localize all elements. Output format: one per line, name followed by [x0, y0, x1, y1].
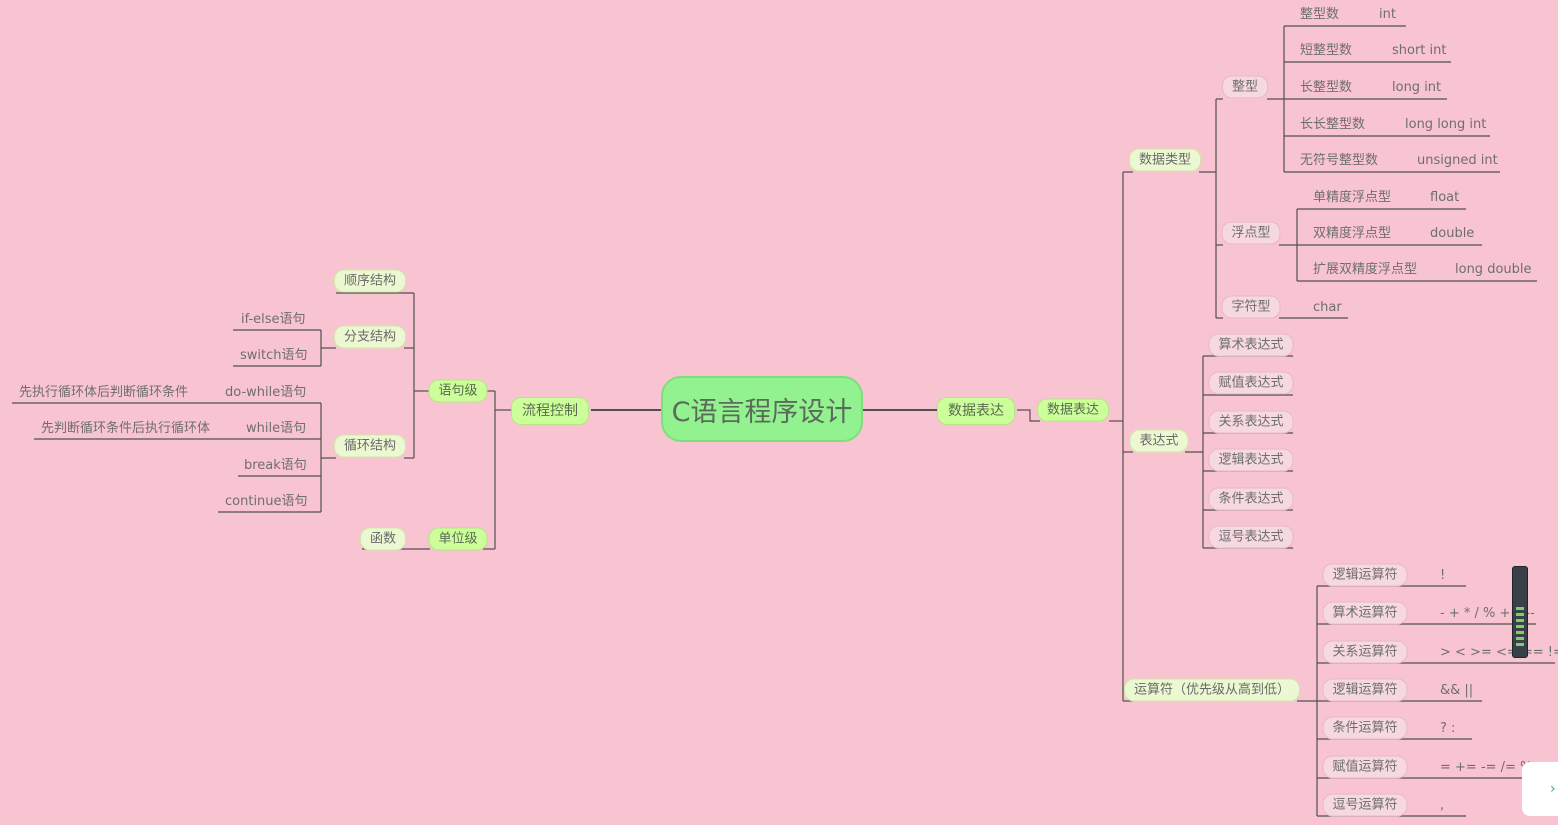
- leaf-comma-expr[interactable]: 逗号表达式: [1208, 525, 1294, 549]
- node-data-expression[interactable]: 数据表达: [1036, 398, 1110, 422]
- branch-flow-control[interactable]: 流程控制: [511, 397, 589, 425]
- note-do-while[interactable]: 先执行循环体后判断循环条件: [19, 385, 189, 400]
- leaf-double-name[interactable]: 双精度浮点型: [1313, 226, 1392, 241]
- note-while[interactable]: 先判断循环条件后执行循环体: [41, 421, 211, 436]
- node-expressions[interactable]: 表达式: [1129, 429, 1189, 453]
- leaf-longlong-name[interactable]: 长长整型数: [1300, 117, 1366, 132]
- leaf-do-while[interactable]: do-while语句: [225, 385, 307, 400]
- leaf-short-value[interactable]: short int: [1392, 43, 1447, 58]
- leaf-longdouble-name[interactable]: 扩展双精度浮点型: [1313, 262, 1418, 277]
- op-name-comma[interactable]: 逗号运算符: [1322, 793, 1408, 817]
- leaf-int-value[interactable]: int: [1379, 7, 1396, 22]
- op-value-conditional[interactable]: ? :: [1440, 721, 1456, 736]
- node-operators[interactable]: 运算符（优先级从高到低）: [1123, 678, 1301, 702]
- op-value-assignment[interactable]: = += -= /= %=: [1440, 760, 1544, 775]
- node-branch-structure[interactable]: 分支结构: [333, 325, 407, 349]
- node-sentence-level[interactable]: 语句级: [428, 379, 488, 403]
- op-value-logical-not[interactable]: !: [1440, 568, 1446, 583]
- leaf-continue[interactable]: continue语句: [225, 494, 308, 509]
- op-name-assignment[interactable]: 赋值运算符: [1322, 755, 1408, 779]
- node-integer[interactable]: 整型: [1221, 75, 1269, 99]
- leaf-float-value[interactable]: float: [1430, 190, 1460, 205]
- op-name-relational[interactable]: 关系运算符: [1322, 640, 1408, 664]
- node-data-types[interactable]: 数据类型: [1128, 148, 1202, 172]
- leaf-relational-expr[interactable]: 关系表达式: [1208, 410, 1294, 434]
- branch-data-expression[interactable]: 数据表达: [937, 397, 1015, 425]
- leaf-arith-expr[interactable]: 算术表达式: [1208, 333, 1294, 357]
- op-name-logical-not[interactable]: 逻辑运算符: [1322, 563, 1408, 587]
- leaf-float-name[interactable]: 单精度浮点型: [1313, 190, 1392, 205]
- leaf-logical-expr[interactable]: 逻辑表达式: [1208, 448, 1294, 472]
- leaf-long-name[interactable]: 长整型数: [1300, 80, 1353, 95]
- leaf-conditional-expr[interactable]: 条件表达式: [1208, 487, 1294, 511]
- op-name-logical[interactable]: 逻辑运算符: [1322, 678, 1408, 702]
- op-name-arithmetic[interactable]: 算术运算符: [1322, 601, 1408, 625]
- node-float[interactable]: 浮点型: [1221, 221, 1281, 245]
- leaf-switch[interactable]: switch语句: [240, 348, 308, 363]
- leaf-double-value[interactable]: double: [1430, 226, 1475, 241]
- node-unit-level[interactable]: 单位级: [428, 527, 488, 551]
- op-value-relational[interactable]: > < >= <= == !=: [1440, 645, 1558, 660]
- leaf-while[interactable]: while语句: [246, 421, 307, 436]
- leaf-longdouble-value[interactable]: long double: [1455, 262, 1532, 277]
- op-name-conditional[interactable]: 条件运算符: [1322, 716, 1408, 740]
- node-char[interactable]: 字符型: [1221, 295, 1281, 319]
- node-function[interactable]: 函数: [359, 527, 407, 551]
- leaf-if-else[interactable]: if-else语句: [241, 312, 306, 327]
- leaf-assign-expr[interactable]: 赋值表达式: [1208, 371, 1294, 395]
- leaf-longlong-value[interactable]: long long int: [1405, 117, 1487, 132]
- leaf-int-name[interactable]: 整型数: [1300, 7, 1340, 22]
- central-topic[interactable]: C语言程序设计: [661, 376, 863, 442]
- op-value-arithmetic[interactable]: - + * / % ++ --: [1440, 606, 1535, 621]
- op-value-comma[interactable]: ,: [1440, 798, 1445, 813]
- leaf-break[interactable]: break语句: [244, 458, 307, 473]
- leaf-char-value[interactable]: char: [1313, 300, 1342, 315]
- node-sequence-structure[interactable]: 顺序结构: [333, 269, 407, 293]
- node-loop-structure[interactable]: 循环结构: [333, 434, 407, 458]
- leaf-short-name[interactable]: 短整型数: [1300, 43, 1353, 58]
- meter-icon[interactable]: [1512, 566, 1528, 658]
- side-panel-toggle-button[interactable]: ›: [1522, 762, 1558, 816]
- leaf-unsigned-name[interactable]: 无符号整型数: [1300, 153, 1379, 168]
- chevron-right-icon: ›: [1550, 781, 1556, 797]
- leaf-unsigned-value[interactable]: unsigned int: [1417, 153, 1498, 168]
- op-value-logical[interactable]: && ||: [1440, 683, 1474, 698]
- leaf-long-value[interactable]: long int: [1392, 80, 1442, 95]
